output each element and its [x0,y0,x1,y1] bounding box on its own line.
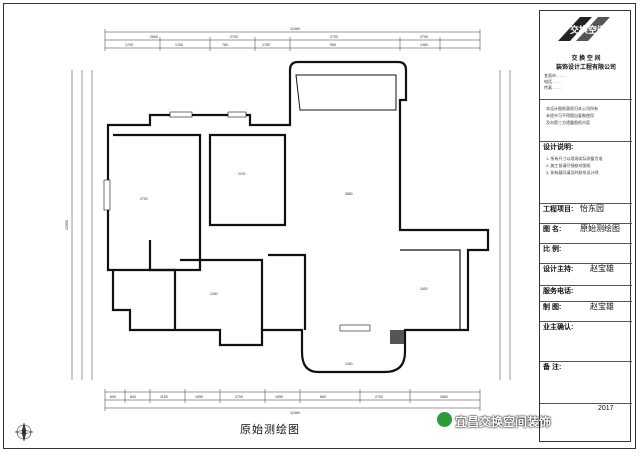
notice-line-2: 未经许可不得擅自复制使用 [546,113,594,118]
notice-line-3: 及向第三方透露图纸内容 [546,120,590,125]
designer-label: 设计主持: [543,266,574,273]
column-block [390,330,404,344]
top-dim-o2: 1760 [175,43,183,47]
date-value: 2017 [598,405,614,412]
project-value: 怡东园 [580,204,604,213]
design-note-3: 3. 如有疑问请及时联系设计师 [546,170,599,175]
top-dim-o6: 1460 [420,43,428,47]
phone-label: 服务电话: [543,288,574,295]
address-line-1: 宜昌市 …… [544,73,566,78]
top-dim-2: 2700 [230,35,238,39]
room-label-study: 2100 [238,172,246,176]
top-dim-o4: 1750 [262,43,270,47]
designer-row: 设计主持: 赵宝雄 [540,263,632,285]
phone-row: 服务电话: [540,285,632,301]
room-label-kitchen: 2400 [420,287,428,291]
bottom-dim-1: 600 [110,395,116,399]
bottom-dim-2: 840 [130,395,136,399]
total-width-label: 12460 [290,27,300,31]
owner-confirm-label: 业主确认: [543,324,574,331]
design-note-2: 2. 施工前请仔细核对图纸 [546,163,591,168]
compass-icon [14,422,34,442]
top-dim-o5: 950 [330,43,336,47]
logo-text: 交换空间 [570,24,606,36]
company-logo: 交换空间 [540,11,632,51]
drawing-caption: 原始测绘图 [240,424,300,436]
dimension-ticks [104,29,481,411]
company-line-2: 装饰设计工程有限公司 [555,65,616,71]
drawing-name-label: 图 名: [543,226,562,233]
room-label-living: 3860 [345,192,353,196]
walls [106,60,490,374]
bottom-dim-4: 1050 [195,395,203,399]
bottom-dim-5: 2700 [235,395,243,399]
design-note-1: 1. 所有尺寸以现场实际测量为准 [546,156,603,161]
watermark-text: 宜昌交换空间装饰 [455,415,552,429]
wechat-icon [436,411,453,428]
top-dim-o1: 1700 [125,43,133,47]
drawn-by-value: 赵宝雄 [590,302,614,311]
design-notes-label: 设计说明: [543,144,574,151]
remarks-row: 备 注: [540,361,632,403]
top-dim-4: 3700 [420,35,428,39]
project-label: 工程项目: [543,206,574,213]
designer-value: 赵宝雄 [590,264,614,273]
bottom-dim-9: 2660 [440,395,448,399]
dimension-lines [71,31,511,409]
bottom-total-label: 12460 [290,411,300,415]
room-label-balcony: 1400 [345,362,353,366]
title-block: 交换空间 交 换 空 间 装饰设计工程有限公司 宜昌市 …… 电话 …… 传真 … [539,10,632,443]
bottom-dim-3: 1150 [160,395,168,399]
address-line-3: 传真 …… [544,85,562,90]
scale-row: 比 例: [540,243,632,263]
windows [103,111,371,332]
address-line-2: 电话 …… [544,79,562,84]
drawn-by-label: 制 图: [543,304,562,311]
drawn-by-row: 制 图: 赵宝雄 [540,301,632,321]
date-row [540,403,632,443]
bottom-dim-8: 2700 [375,395,383,399]
owner-confirm-row: 业主确认: [540,321,632,361]
top-dim-1: 2660 [150,35,158,39]
bottom-dim-6: 1050 [275,395,283,399]
project-row: 工程项目: 怡东园 [540,203,632,223]
notice-line-1: 本设计图纸版权归本公司所有 [546,106,598,111]
room-label-bedroom: 2700 [140,197,148,201]
scale-label: 比 例: [543,246,562,253]
top-dim-3: 2700 [330,35,338,39]
drawing-name-value: 原始测绘图 [580,224,620,233]
remarks-label: 备 注: [543,364,562,371]
drawing-name-row: 图 名: 原始测绘图 [540,223,632,243]
top-dim-o3: 760 [222,43,228,47]
design-notes-row: 设计说明: 1. 所有尺寸以现场实际测量为准 2. 施工前请仔细核对图纸 3. … [540,141,632,203]
page-frame [3,3,636,449]
logo-graphic-icon: 交换空间 [558,17,610,41]
company-line-1: 交 换 空 间 [571,56,601,62]
notice-row: 本设计图纸版权归本公司所有 未经许可不得擅自复制使用 及向第三方透露图纸内容 [540,99,632,141]
total-height-label: 13950 [65,220,69,230]
room-label-bath: 1260 [210,292,218,296]
bottom-dim-7: 860 [320,395,326,399]
